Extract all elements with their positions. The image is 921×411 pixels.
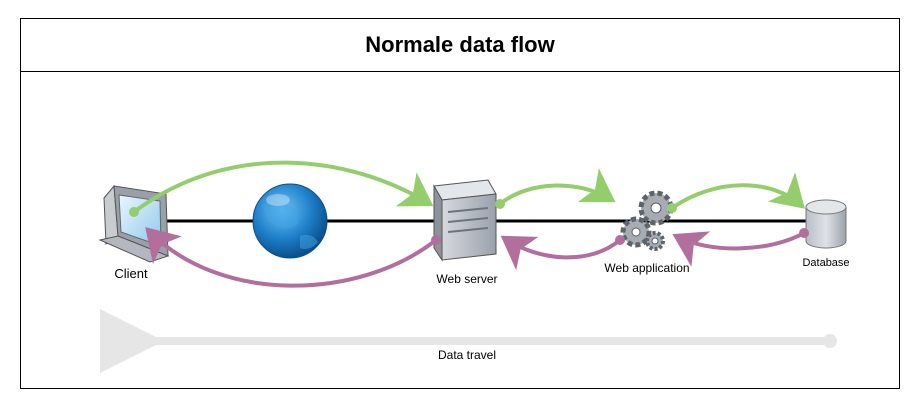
response-start-dot-server xyxy=(431,235,441,245)
title-bar: Normale data flow xyxy=(21,19,899,72)
database-icon xyxy=(805,199,847,249)
request-flow xyxy=(129,160,805,217)
request-arrow-client-to-server xyxy=(132,160,434,214)
request-start-dot-server xyxy=(495,199,505,209)
data-travel-label: Data travel xyxy=(438,348,496,362)
client-label: Client xyxy=(114,266,148,281)
request-arrow-app-to-db xyxy=(670,172,805,210)
data-travel-arrow xyxy=(99,309,837,373)
database-label: Database xyxy=(802,257,849,269)
response-flow xyxy=(145,227,809,288)
request-start-dot-app xyxy=(667,203,677,213)
response-start-dot-app xyxy=(615,235,625,245)
request-start-dot-client xyxy=(129,207,139,217)
response-arrow-app-to-server xyxy=(500,235,622,271)
globe-icon xyxy=(252,183,328,259)
web-application-label: Web application xyxy=(604,261,689,275)
request-arrow-server-to-app xyxy=(498,168,616,206)
response-arrow-db-to-app xyxy=(672,231,805,267)
diagram-title: Normale data flow xyxy=(365,32,555,57)
web-server-label: Web server xyxy=(436,272,497,286)
response-arrow-server-to-client xyxy=(145,227,438,288)
response-start-dot-db xyxy=(799,228,809,238)
server-icon xyxy=(433,179,497,262)
